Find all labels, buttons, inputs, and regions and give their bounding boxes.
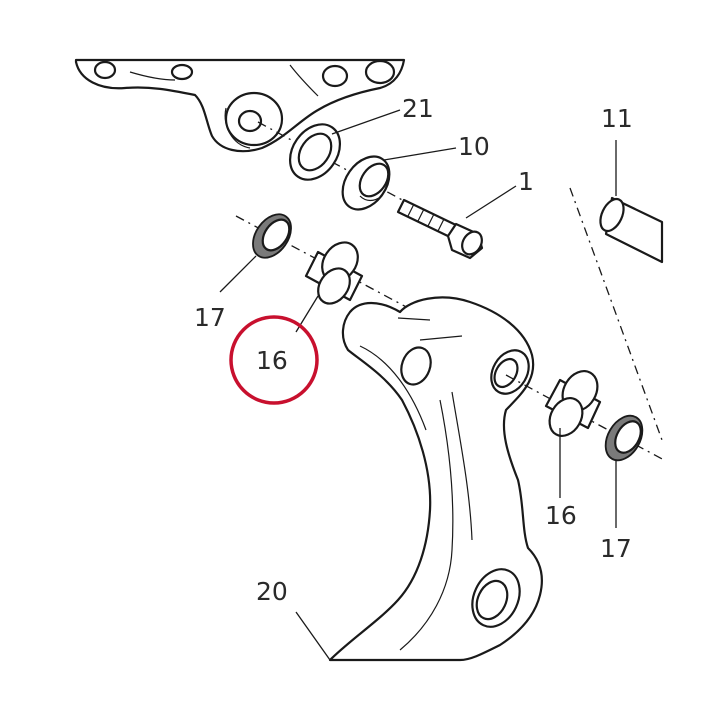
callout-11: 11 <box>601 104 633 133</box>
swing-arm-20 <box>328 296 544 662</box>
seal-17-left <box>252 213 292 259</box>
seal-17-right <box>604 414 644 462</box>
callout-16-right: 16 <box>545 501 577 530</box>
shaft-axis <box>569 187 663 441</box>
highlight-circle <box>229 315 319 405</box>
callout-17-right: 17 <box>600 534 632 563</box>
bushing-10 <box>341 155 391 211</box>
washer-21 <box>288 123 342 181</box>
shaft-11 <box>599 196 664 264</box>
callout-17-left: 17 <box>194 303 226 332</box>
callout-1: 1 <box>518 167 534 196</box>
bushing-16-left <box>304 241 364 305</box>
bolt-1 <box>396 198 484 260</box>
bushing-16-right <box>544 370 602 437</box>
callout-20: 20 <box>256 577 288 606</box>
callout-21: 21 <box>402 94 434 123</box>
callout-10: 10 <box>458 132 490 161</box>
callout-16-left: 16 <box>256 346 288 375</box>
upper-bracket <box>74 58 406 153</box>
